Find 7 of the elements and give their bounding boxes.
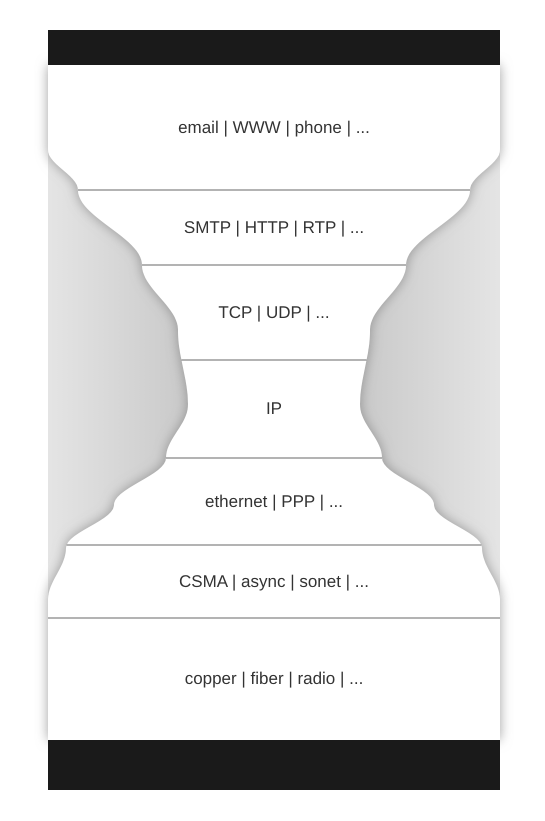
- protocol-layer-label: IP: [266, 399, 282, 419]
- protocol-layer-label: SMTP | HTTP | RTP | ...: [184, 218, 364, 238]
- protocol-layer-label: copper | fiber | radio | ...: [184, 669, 364, 689]
- protocol-layer-label: TCP | UDP | ...: [218, 302, 330, 322]
- protocol-layer-label: CSMA | async | sonet | ...: [179, 572, 369, 592]
- protocol-layer-label: ethernet | PPP | ...: [205, 492, 343, 512]
- protocol-layer-label: email | WWW | phone | ...: [178, 118, 370, 138]
